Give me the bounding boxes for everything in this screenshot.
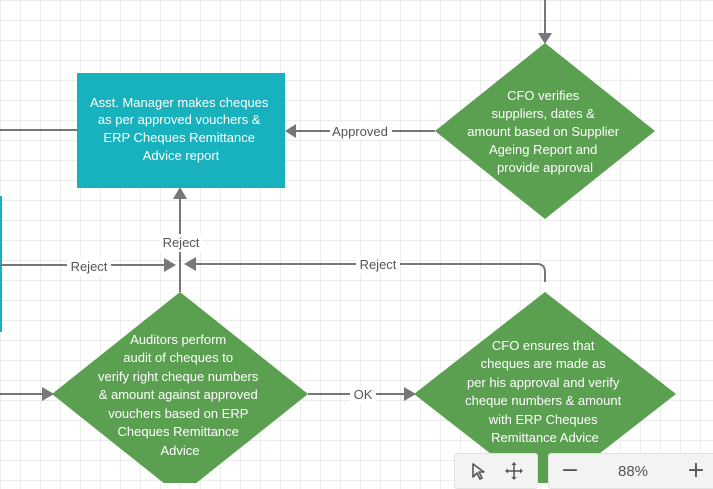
connector-reject-right[interactable] xyxy=(194,263,546,282)
node-text: Auditors perform audit of cheques to ver… xyxy=(98,332,262,458)
arrowhead-approved xyxy=(285,124,296,138)
node-text-line: & amount against approved xyxy=(99,387,258,402)
node-text-line: with ERP Cheques xyxy=(488,412,598,427)
edge-label-reject-up: Reject xyxy=(163,235,200,250)
node-text-line: audit of cheques to xyxy=(123,350,233,365)
edge-label-approved: Approved xyxy=(332,124,388,139)
zoom-out-button[interactable]: − xyxy=(560,458,580,483)
node-text-line: CFO ensures that xyxy=(492,338,595,353)
zoom-in-button[interactable]: + xyxy=(686,458,706,483)
decision-diamond[interactable] xyxy=(52,292,308,483)
node-text-line: Ageing Report and xyxy=(489,142,597,157)
pointer-icon[interactable] xyxy=(466,458,492,484)
process-box[interactable] xyxy=(77,73,285,188)
node-text: CFO verifies suppliers, dates & amount b… xyxy=(467,88,622,175)
edge-label-ok: OK xyxy=(354,387,373,402)
node-text: Asst. Manager makes cheques as per appro… xyxy=(90,95,272,163)
node-text-line: provide approval xyxy=(497,160,593,175)
node-text-line: ERP Cheques Remittance xyxy=(103,130,255,145)
node-text-line: verify right cheque numbers xyxy=(98,369,259,384)
zoom-level[interactable]: 88% xyxy=(617,462,649,480)
arrowhead-auditors-in xyxy=(42,387,54,401)
arrowhead-reject-right xyxy=(184,257,196,271)
zoom-controls: − 88% + xyxy=(548,453,713,489)
node-text-line: per his approval and verify xyxy=(467,375,620,390)
node-text-line: amount based on Supplier xyxy=(467,124,619,139)
node-text-line: suppliers, dates & xyxy=(492,106,596,121)
decision-diamond[interactable] xyxy=(414,292,676,483)
decision-diamond[interactable] xyxy=(435,43,655,219)
node-text-line: Remittance Advice xyxy=(491,430,599,445)
node-text: CFO ensures that cheques are made as per… xyxy=(465,338,625,445)
arrowhead-reject-left xyxy=(164,258,176,272)
arrowhead-ok xyxy=(404,387,416,401)
node-text-line: cheques are made as xyxy=(481,356,607,371)
node-cfo-ensures[interactable]: CFO ensures that cheques are made as per… xyxy=(414,292,676,483)
arrowhead-reject-up xyxy=(173,187,187,199)
arrowhead-top-in xyxy=(538,33,552,44)
node-asst-manager[interactable]: Asst. Manager makes cheques as per appro… xyxy=(77,73,285,188)
node-text-line: CFO verifies xyxy=(507,88,580,103)
node-text-line: as per approved vouchers & xyxy=(98,112,261,127)
node-text-line: vouchers based on ERP xyxy=(108,406,248,421)
node-text-line: Cheques Remittance xyxy=(117,424,238,439)
node-text-line: Advice report xyxy=(143,148,220,163)
node-text-line: Advice xyxy=(160,443,199,458)
node-text-line: Auditors perform xyxy=(130,332,226,347)
node-text-line: Asst. Manager makes cheques xyxy=(90,95,269,110)
canvas-tool-panel xyxy=(454,453,538,489)
node-text-line: cheque numbers & amount xyxy=(465,393,621,408)
node-cfo-verifies[interactable]: CFO verifies suppliers, dates & amount b… xyxy=(435,43,655,219)
move-icon[interactable] xyxy=(501,458,527,484)
node-auditors[interactable]: Auditors perform audit of cheques to ver… xyxy=(52,292,308,483)
edge-label-reject-right: Reject xyxy=(360,257,397,272)
edge-label-reject-left: Reject xyxy=(71,259,108,274)
